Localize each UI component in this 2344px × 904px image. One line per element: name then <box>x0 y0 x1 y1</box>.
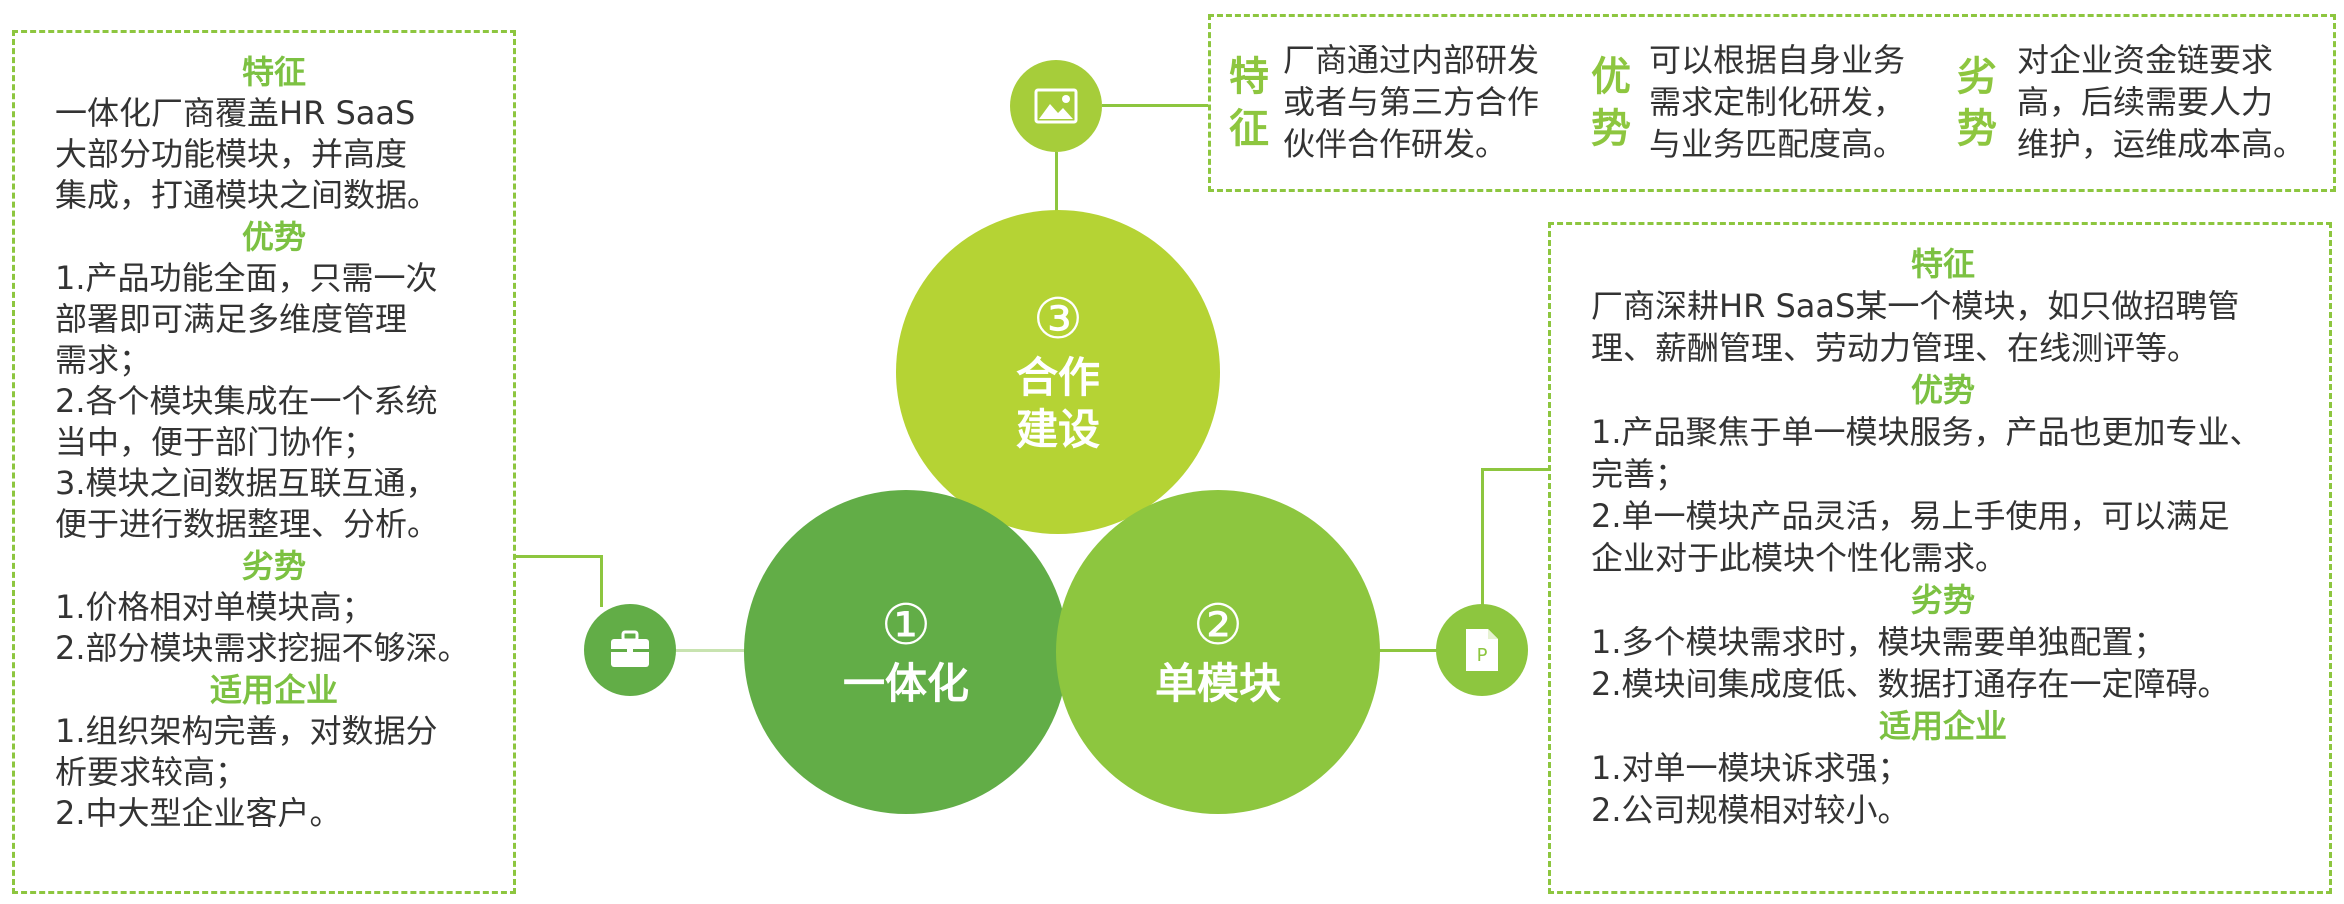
single-advantages-heading: 优势 <box>1910 371 1975 409</box>
connector-left-v <box>600 555 603 607</box>
svg-text:P: P <box>1477 645 1488 666</box>
connector-left-h2 <box>676 649 746 652</box>
single-module-detail-box: 特征 厂商深耕HR SaaS某一个模块，如只做招聘管 理、薪酬管理、劳动力管理、… <box>1548 222 2332 894</box>
single-disadvantages-heading: 劣势 <box>1910 581 1975 619</box>
connector-top-v <box>1055 152 1058 212</box>
integrated-model-detail-box: 特征 一体化厂商覆盖HR SaaS 大部分功能模块，并高度 集成，打通模块之间数… <box>12 30 516 894</box>
single-target-text: 1.对单一模块诉求强； 2.公司规模相对较小。 <box>1591 749 1910 829</box>
connector-right-h1 <box>1378 649 1438 652</box>
integrated-advantages-text: 1.产品功能全面，只需一次 部署即可满足多维度管理 需求； 2.各个模块集成在一… <box>55 259 440 543</box>
connector-left-h1 <box>516 555 602 558</box>
cooperative-model-circle: ③ 合作 建设 <box>896 210 1220 534</box>
integrated-features-heading: 特征 <box>241 53 306 91</box>
single-label: 单模块 <box>1154 659 1281 708</box>
single-disadvantages-text: 1.多个模块需求时，模块需要单独配置； 2.模块间集成度低、数据打通存在一定障碍… <box>1591 623 2230 703</box>
cooperative-number: ③ <box>1032 287 1084 352</box>
integrated-features-text: 一体化厂商覆盖HR SaaS 大部分功能模块，并高度 集成，打通模块之间数据。 <box>55 94 440 214</box>
connector-right-h2 <box>1481 468 1548 471</box>
document-icon: P <box>1436 604 1528 696</box>
integrated-disadvantages-heading: 劣势 <box>241 547 306 585</box>
single-features-heading: 特征 <box>1910 245 1975 283</box>
cooperative-label: 合作 建设 <box>1015 353 1100 454</box>
single-features-text: 厂商深耕HR SaaS某一个模块，如只做招聘管 理、薪酬管理、劳动力管理、在线测… <box>1591 287 2240 367</box>
integrated-number: ① <box>880 593 932 658</box>
single-advantages-text: 1.产品聚焦于单一模块服务，产品也更加专业、 完善； 2.单一模块产品灵活，易上… <box>1591 413 2262 577</box>
image-icon <box>1010 60 1102 152</box>
coop-advantages-heading: 优势 <box>1591 54 1631 152</box>
integrated-advantages-heading: 优势 <box>241 218 306 256</box>
integrated-disadvantages-text: 1.价格相对单模块高； 2.部分模块需求挖掘不够深。 <box>55 588 470 667</box>
integrated-label: 一体化 <box>842 659 969 708</box>
coop-disadvantages-heading: 劣势 <box>1957 54 1997 152</box>
connector-right-v <box>1481 468 1484 606</box>
single-number: ② <box>1192 593 1244 658</box>
integrated-target-heading: 适用企业 <box>209 671 338 709</box>
coop-features-heading: 特征 <box>1229 54 1269 152</box>
briefcase-icon <box>584 604 676 696</box>
single-module-circle: ② 单模块 <box>1056 490 1380 814</box>
connector-top-h <box>1102 104 1208 107</box>
coop-features-text: 厂商通过内部研发 或者与第三方合作 伙伴合作研发。 <box>1283 41 1540 163</box>
single-target-heading: 适用企业 <box>1878 707 2007 745</box>
integrated-model-circle: ① 一体化 <box>744 490 1068 814</box>
cooperative-model-detail-box: 特征 厂商通过内部研发 或者与第三方合作 伙伴合作研发。 优势 可以根据自身业务… <box>1208 14 2336 192</box>
coop-advantages-text: 可以根据自身业务 需求定制化研发， 与业务匹配度高。 <box>1649 41 1906 163</box>
integrated-target-text: 1.组织架构完善，对数据分 析要求较高； 2.中大型企业客户。 <box>55 712 438 832</box>
coop-disadvantages-text: 对企业资金链要求 高，后续需要人力 维护，运维成本高。 <box>2017 41 2306 163</box>
